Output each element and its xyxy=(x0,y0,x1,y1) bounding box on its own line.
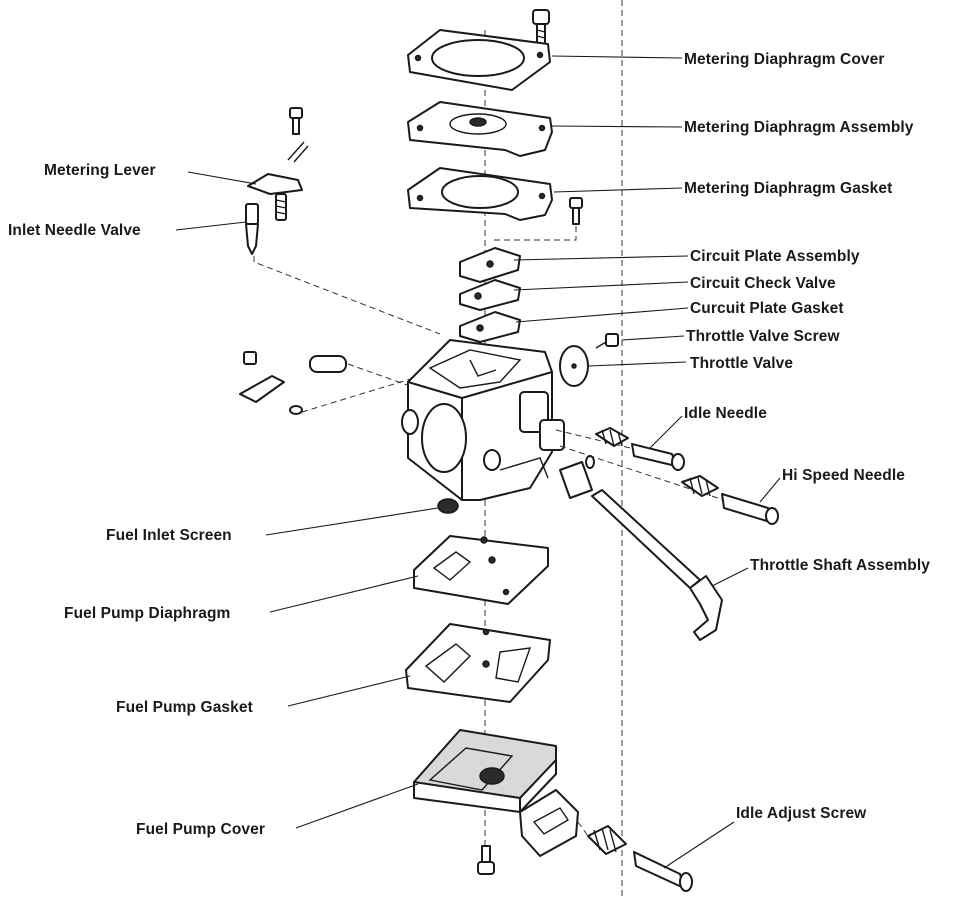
label-inlet-needle-valve: Inlet Needle Valve xyxy=(8,222,141,239)
metering-diaphragm-gasket-part xyxy=(407,167,553,221)
throttle-valve-screw-part xyxy=(595,333,619,349)
label-idle-adjust-screw: Idle Adjust Screw xyxy=(736,805,867,822)
label-fuel-pump-gasket: Fuel Pump Gasket xyxy=(116,699,253,716)
label-circuit-plate-assembly: Circuit Plate Assembly xyxy=(690,248,860,265)
circuit-check-valve-part xyxy=(459,279,521,311)
carburetor-body xyxy=(401,339,565,501)
metering-diaphragm-assembly-part xyxy=(407,101,553,157)
label-throttle-valve: Throttle Valve xyxy=(690,355,793,372)
leader-lines xyxy=(175,55,781,869)
label-circuit-check-valve: Circuit Check Valve xyxy=(690,275,836,292)
fitting-left xyxy=(239,351,347,415)
label-throttle-shaft-assembly: Throttle Shaft Assembly xyxy=(750,557,930,574)
fuel-pump-diaphragm-part xyxy=(413,535,549,605)
label-metering-diaphragm-cover: Metering Diaphragm Cover xyxy=(684,51,885,68)
label-curcuit-plate-gasket: Curcuit Plate Gasket xyxy=(690,300,844,317)
throttle-shaft-assembly-part xyxy=(559,455,723,641)
metering-lever-parts xyxy=(247,107,309,221)
circuit-plate-screw xyxy=(569,197,583,225)
labels: Metering Diaphragm Cover Metering Diaphr… xyxy=(8,51,930,838)
label-metering-lever: Metering Lever xyxy=(44,162,156,179)
label-fuel-inlet-screen: Fuel Inlet Screen xyxy=(106,527,232,544)
label-fuel-pump-diaphragm: Fuel Pump Diaphragm xyxy=(64,605,230,622)
throttle-valve-part xyxy=(559,345,589,387)
label-metering-diaphragm-gasket: Metering Diaphragm Gasket xyxy=(684,180,892,197)
fuel-inlet-screen-part xyxy=(437,498,459,514)
curcuit-plate-gasket-part xyxy=(459,311,521,343)
circuit-plate-assembly-part xyxy=(459,247,521,283)
fuel-pump-gasket-part xyxy=(405,623,551,703)
label-throttle-valve-screw: Throttle Valve Screw xyxy=(686,328,840,345)
label-fuel-pump-cover: Fuel Pump Cover xyxy=(136,821,265,838)
label-idle-needle: Idle Needle xyxy=(684,405,767,422)
label-hi-speed-needle: Hi Speed Needle xyxy=(782,467,905,484)
fuel-pump-cover-part xyxy=(413,729,579,857)
idle-adjust-screw-part xyxy=(587,825,693,892)
top-screw xyxy=(532,9,550,45)
bottom-screw xyxy=(477,845,495,875)
hi-speed-needle-part xyxy=(681,475,779,525)
metering-diaphragm-cover-part xyxy=(407,29,551,91)
idle-needle-part xyxy=(595,427,685,471)
label-metering-diaphragm-assembly: Metering Diaphragm Assembly xyxy=(684,119,914,136)
inlet-needle-valve-part xyxy=(245,203,259,255)
